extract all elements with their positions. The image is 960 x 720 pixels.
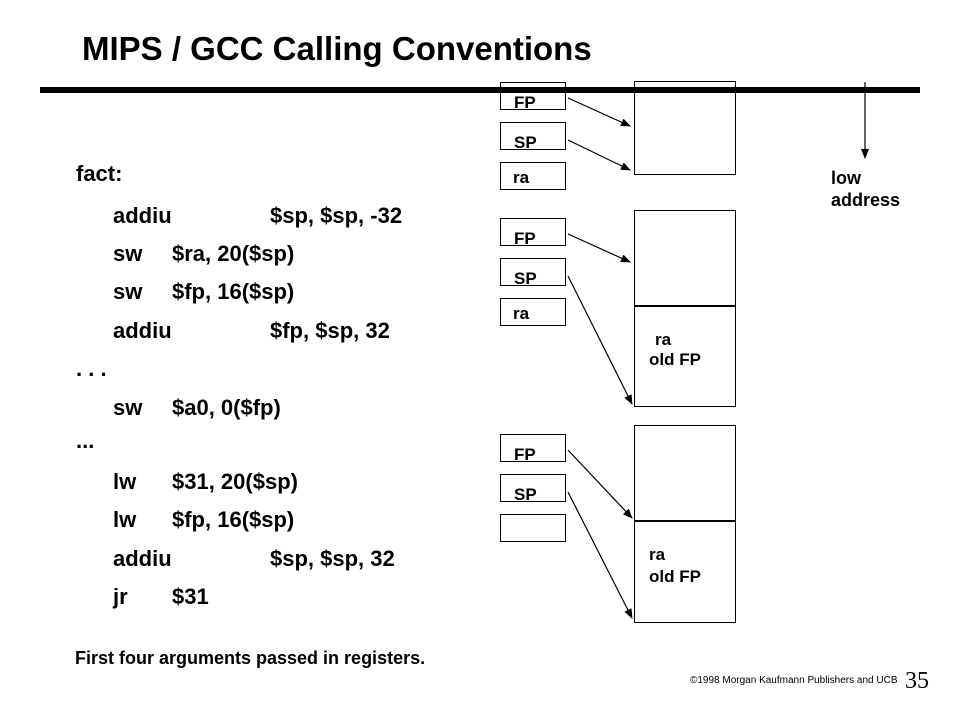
low-address-label: low address — [831, 167, 900, 211]
code-op: . . . — [76, 356, 107, 381]
arrow-fp1 — [567, 97, 631, 127]
register-label: ra — [513, 304, 530, 323]
stack-frame-3-top — [634, 425, 736, 521]
register-sp-box: SP — [500, 122, 566, 152]
register-label: SP — [514, 485, 537, 504]
register-label: ra — [513, 168, 530, 187]
frame-old-fp-label: old FP — [649, 567, 701, 586]
register-label: SP — [514, 133, 537, 152]
arguments-note: First four arguments passed in registers… — [75, 648, 426, 668]
code-op: addiu — [113, 318, 172, 343]
low-address-line1: low — [831, 168, 861, 188]
code-op: sw — [113, 395, 143, 420]
frame-old-fp-label: old FP — [649, 350, 701, 369]
copyright-notice: ©1998 Morgan Kaufmann Publishers and UCB — [690, 675, 898, 686]
low-address-line2: address — [831, 190, 901, 210]
register-label: SP — [514, 269, 537, 288]
code-args: $sp, $sp, 32 — [270, 546, 395, 571]
code-args: $fp, 16($sp) — [172, 507, 295, 532]
arrow-fp3 — [567, 449, 633, 519]
title-rule — [40, 87, 920, 93]
stack-frame-2-bottom — [634, 306, 736, 407]
code-op: lw — [113, 469, 137, 494]
slide-number: 35 — [905, 668, 929, 694]
code-op: sw — [113, 279, 143, 304]
register-label: FP — [514, 229, 536, 248]
code-args: $ra, 20($sp) — [172, 241, 295, 266]
code-args: $sp, $sp, -32 — [270, 203, 403, 228]
code-op: addiu — [113, 546, 172, 571]
frame-ra-label: ra — [655, 330, 672, 349]
code-args: $31, 20($sp) — [172, 469, 298, 494]
register-sp-box: SP — [500, 474, 566, 504]
register-label: FP — [514, 445, 536, 464]
register-sp-box: SP — [500, 258, 566, 288]
register-ra-box: ra — [500, 298, 566, 326]
stack-frame-3-bottom — [634, 521, 736, 623]
code-args: $fp, 16($sp) — [172, 279, 295, 304]
slide-title: MIPS / GCC Calling Conventions — [82, 30, 592, 67]
code-op: jr — [113, 584, 128, 609]
register-fp-box: FP — [500, 82, 566, 112]
arrow-sp2 — [567, 275, 633, 405]
stack-frame-1 — [634, 81, 736, 175]
code-args: $31 — [172, 584, 209, 609]
register-fp-box: FP — [500, 434, 566, 464]
register-ra-box — [500, 514, 566, 542]
frame-ra-label: ra — [649, 545, 666, 564]
arrow-sp1 — [567, 139, 631, 171]
code-op: ... — [76, 428, 95, 453]
register-fp-box: FP — [500, 218, 566, 248]
arrow-fp2 — [567, 233, 631, 263]
code-label-text: fact: — [76, 161, 123, 186]
code-label: fact: — [76, 161, 122, 187]
code-args: $fp, $sp, 32 — [270, 318, 390, 343]
arrow-sp3 — [567, 491, 633, 619]
code-op: addiu — [113, 203, 172, 228]
code-args: $a0, 0($fp) — [172, 395, 281, 420]
stack-frame-2-top — [634, 210, 736, 306]
register-ra-box: ra — [500, 162, 566, 190]
register-label: FP — [514, 93, 536, 112]
code-op: lw — [113, 507, 137, 532]
code-op: sw — [113, 241, 143, 266]
